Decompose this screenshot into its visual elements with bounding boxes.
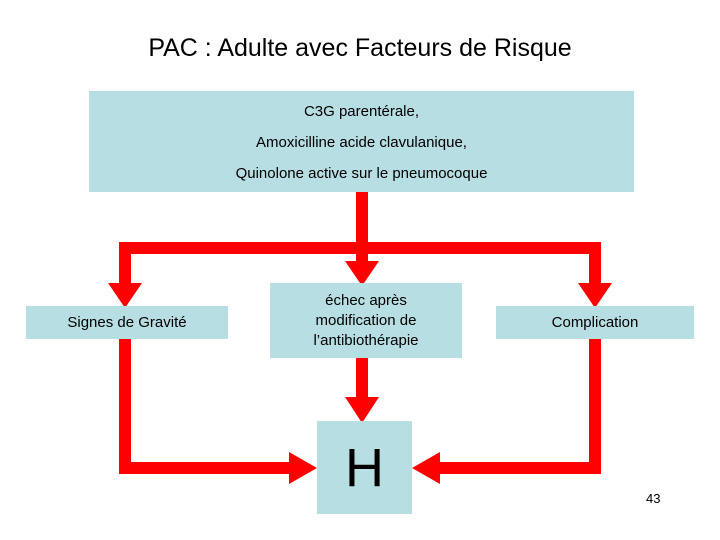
page-number: 43	[646, 491, 661, 506]
node-severity[interactable]: Signes de Gravité	[26, 306, 228, 339]
node-failure-line-1: échec après	[325, 291, 407, 309]
node-treatment-line-1: C3G parentérale,	[303, 103, 420, 120]
node-failure[interactable]: échec après modification de l’antibiothé…	[270, 283, 462, 358]
arrowhead-right-hospital	[289, 452, 317, 484]
edge-severity-to-hospital	[119, 339, 291, 474]
arrowhead-down-hospital	[345, 397, 379, 423]
node-treatment[interactable]: C3G parentérale, Amoxicilline acide clav…	[89, 91, 634, 192]
node-severity-label: Signes de Gravité	[67, 313, 187, 331]
node-hospital-label: H	[345, 437, 384, 498]
node-hospital[interactable]: H	[317, 421, 412, 514]
node-failure-line-2: modification de	[315, 311, 417, 329]
node-treatment-line-3: Quinolone active sur le pneumocoque	[235, 165, 488, 182]
node-failure-line-3: l’antibiothérapie	[313, 331, 419, 349]
node-complication-label: Complication	[551, 313, 639, 331]
arrowhead-down-complication	[578, 283, 612, 308]
arrowhead-left-hospital	[412, 452, 440, 484]
edge-complication-to-hospital	[438, 339, 601, 474]
arrowhead-down-severity	[108, 283, 142, 308]
node-complication[interactable]: Complication	[496, 306, 694, 339]
page-title: PAC : Adulte avec Facteurs de Risque	[148, 34, 572, 62]
node-treatment-line-2: Amoxicilline acide clavulanique,	[256, 134, 467, 151]
